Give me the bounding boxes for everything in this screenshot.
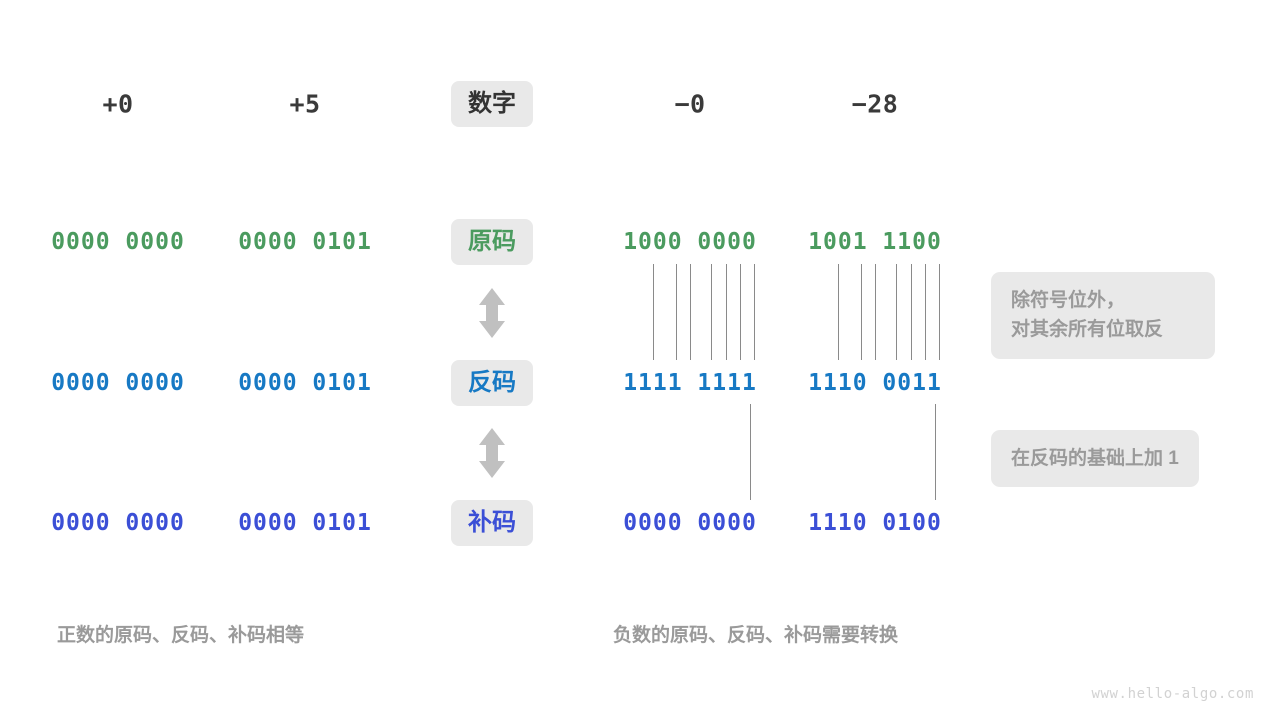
caption-negative-numbers: 负数的原码、反码、补码需要转换 bbox=[613, 625, 899, 646]
watermark: www.hello-algo.com bbox=[1091, 686, 1254, 702]
connector-line bbox=[925, 264, 926, 360]
double-arrow-vertical-icon bbox=[475, 286, 509, 340]
bits-twos-plus-five: 0000 0101 bbox=[238, 510, 372, 536]
bits-sign-plus-five: 0000 0101 bbox=[238, 229, 372, 255]
connector-line bbox=[740, 264, 741, 360]
bits-twos-plus-zero: 0000 0000 bbox=[51, 510, 185, 536]
bits-twos-minus-zero: 0000 0000 bbox=[623, 510, 757, 536]
connector-line bbox=[754, 264, 755, 360]
column-header-minus-zero: −0 bbox=[674, 89, 706, 119]
connector-line bbox=[711, 264, 712, 360]
callout-invert-bits: 除符号位外， 对其余所有位取反 bbox=[991, 272, 1215, 359]
connector-line bbox=[861, 264, 862, 360]
connector-line bbox=[726, 264, 727, 360]
connector-line bbox=[653, 264, 654, 360]
bits-ones-plus-five: 0000 0101 bbox=[238, 370, 372, 396]
column-header-minus-twentyeight: −28 bbox=[851, 89, 899, 119]
connector-line bbox=[896, 264, 897, 360]
bits-sign-minus-twentyeight: 1001 1100 bbox=[808, 229, 942, 255]
connector-line bbox=[875, 264, 876, 360]
badge-twos-complement: 补码 bbox=[451, 500, 533, 546]
connector-line bbox=[935, 404, 936, 500]
caption-positive-numbers: 正数的原码、反码、补码相等 bbox=[57, 625, 305, 646]
column-header-plus-zero: +0 bbox=[102, 89, 134, 119]
bits-ones-minus-zero: 1111 1111 bbox=[623, 370, 757, 396]
connector-line bbox=[939, 264, 940, 360]
bits-ones-plus-zero: 0000 0000 bbox=[51, 370, 185, 396]
badge-sign-magnitude: 原码 bbox=[451, 219, 533, 265]
bits-sign-minus-zero: 1000 0000 bbox=[623, 229, 757, 255]
connector-line bbox=[838, 264, 839, 360]
badge-number: 数字 bbox=[451, 81, 533, 127]
column-header-plus-five: +5 bbox=[289, 89, 321, 119]
callout-add-one: 在反码的基础上加 1 bbox=[991, 430, 1199, 488]
connector-line bbox=[676, 264, 677, 360]
bits-twos-minus-twentyeight: 1110 0100 bbox=[808, 510, 942, 536]
connector-line bbox=[690, 264, 691, 360]
double-arrow-vertical-icon bbox=[475, 426, 509, 480]
bits-ones-minus-twentyeight: 1110 0011 bbox=[808, 370, 942, 396]
connector-line bbox=[911, 264, 912, 360]
connector-line bbox=[750, 404, 751, 500]
bits-sign-plus-zero: 0000 0000 bbox=[51, 229, 185, 255]
badge-ones-complement: 反码 bbox=[451, 360, 533, 406]
